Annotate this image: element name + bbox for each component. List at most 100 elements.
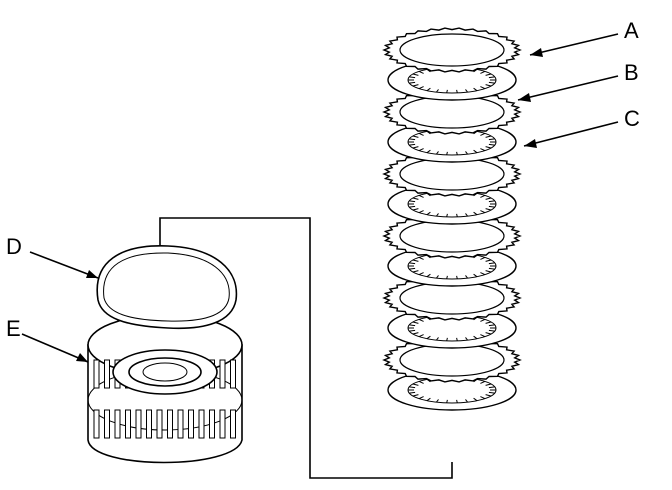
- disc-spline-tooth: [418, 256, 424, 260]
- disc-spline-tooth: [456, 337, 458, 342]
- disc-spline-tooth: [488, 324, 495, 327]
- disc-spline-tooth: [412, 197, 419, 200]
- disc-spline-tooth: [446, 151, 448, 156]
- disc-spline-tooth: [485, 383, 492, 386]
- disc-spline-tooth: [480, 70, 486, 74]
- drum-slot: [125, 409, 131, 439]
- disc-spline-tooth: [435, 399, 439, 403]
- disc-spline-tooth: [426, 149, 431, 154]
- leader-a: [529, 33, 619, 57]
- drum-slot: [93, 359, 100, 389]
- disc-spline-tooth: [409, 138, 416, 141]
- drum-slot: [198, 409, 205, 439]
- disc-spline-tooth: [480, 380, 486, 384]
- disc-spline-tooth: [412, 84, 419, 87]
- disc-spline-tooth: [409, 76, 416, 79]
- disc-spline-tooth: [446, 399, 448, 404]
- disc-spline-tooth: [465, 337, 469, 341]
- disc-spline-tooth: [418, 194, 424, 198]
- drum-slot: [93, 409, 100, 439]
- disc-spline-tooth: [473, 397, 478, 402]
- disc-spline-tooth: [418, 132, 424, 136]
- callout-b: B: [624, 60, 639, 85]
- steel-plate-bore: [399, 281, 505, 315]
- disc-spline-tooth: [409, 391, 416, 394]
- steel-plate-bore: [399, 33, 505, 67]
- disc-spline-tooth: [485, 135, 492, 138]
- disc-spline-tooth: [412, 332, 419, 335]
- disc-spline-tooth: [409, 267, 416, 270]
- disc-spline-tooth: [473, 273, 478, 278]
- disc-spline-tooth: [435, 89, 439, 93]
- disc-spline-tooth: [412, 321, 419, 324]
- disc-spline-tooth: [409, 329, 416, 332]
- disc-spline-tooth: [412, 73, 419, 76]
- steel-plate-bore: [399, 157, 505, 191]
- disc-spline-tooth: [446, 89, 448, 94]
- disc-spline-tooth: [488, 143, 495, 146]
- disc-spline-tooth: [488, 76, 495, 79]
- disc-spline-tooth: [488, 391, 495, 394]
- disc-spline-tooth: [488, 81, 495, 84]
- disc-spline-tooth: [485, 321, 492, 324]
- disc-spline-tooth: [488, 138, 495, 141]
- disc-spline-tooth: [485, 259, 492, 262]
- disc-spline-tooth: [456, 151, 458, 156]
- disc-spline-tooth: [456, 89, 458, 94]
- disc-spline-tooth: [412, 135, 419, 138]
- disc-spline-tooth: [418, 272, 424, 276]
- drum-slot: [230, 359, 236, 389]
- disc-spline-tooth: [409, 324, 416, 327]
- drum-slot: [104, 409, 110, 439]
- disc-spline-tooth: [456, 275, 458, 280]
- connector-line: [159, 217, 453, 479]
- drum-slot: [188, 409, 194, 439]
- leader-b: [517, 75, 619, 102]
- disc-spline-tooth: [488, 267, 495, 270]
- disc-spline-tooth: [485, 208, 492, 211]
- disc-spline-tooth: [480, 318, 486, 322]
- disc-spline-tooth: [488, 386, 495, 389]
- drum-slot: [167, 409, 173, 439]
- disc-spline-tooth: [409, 200, 416, 203]
- disc-spline-tooth: [412, 394, 419, 397]
- disc-spline-tooth: [418, 148, 424, 152]
- drum-slot: [104, 359, 110, 389]
- disc-spline-tooth: [473, 149, 478, 154]
- disc-spline-tooth: [426, 87, 431, 92]
- drum-slot: [230, 409, 236, 439]
- disc-spline-tooth: [446, 275, 448, 280]
- disc-spline-tooth: [412, 146, 419, 149]
- drum-slot: [177, 409, 184, 439]
- disc-spline-tooth: [412, 270, 419, 273]
- drum-slot: [219, 409, 226, 439]
- disc-spline-tooth: [480, 396, 486, 400]
- callout-c: C: [624, 106, 640, 131]
- disc-spline-tooth: [418, 210, 424, 214]
- disc-spline-tooth: [409, 81, 416, 84]
- disc-spline-tooth: [456, 213, 458, 218]
- disc-spline-tooth: [435, 151, 439, 155]
- disc-spline-tooth: [409, 386, 416, 389]
- clutch-drum-assembly: [87, 314, 243, 464]
- drum-slot: [209, 409, 215, 439]
- disc-spline-tooth: [435, 213, 439, 217]
- drum-slot: [156, 409, 163, 439]
- disc-spline-tooth: [473, 211, 478, 216]
- drum-slot: [219, 359, 226, 389]
- disc-spline-tooth: [480, 334, 486, 338]
- drum-slot: [146, 409, 152, 439]
- disc-spline-tooth: [418, 70, 424, 74]
- disc-spline-tooth: [488, 200, 495, 203]
- disc-spline-tooth: [426, 397, 431, 402]
- disc-spline-tooth: [485, 332, 492, 335]
- clutch-pack-stack: [382, 27, 522, 411]
- disc-spline-tooth: [418, 380, 424, 384]
- steel-plate-bore: [399, 343, 505, 377]
- disc-spline-tooth: [488, 329, 495, 332]
- disc-spline-tooth: [412, 259, 419, 262]
- disc-spline-tooth: [465, 399, 469, 403]
- disc-spline-tooth: [480, 86, 486, 90]
- leader-c: [523, 121, 619, 148]
- hub-ring-inner: [142, 362, 188, 382]
